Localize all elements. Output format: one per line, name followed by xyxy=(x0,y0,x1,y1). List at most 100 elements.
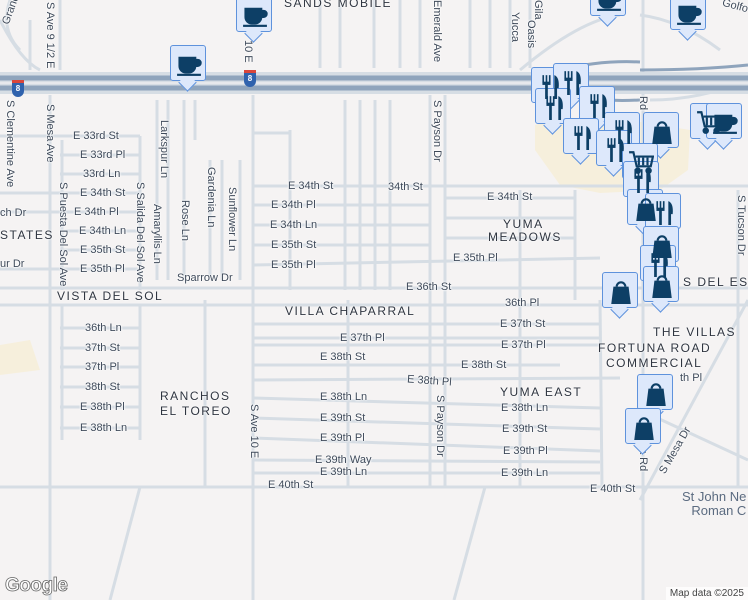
coffee-marker[interactable] xyxy=(670,0,706,30)
street-label: E 34th Pl xyxy=(74,206,119,218)
coffee-icon xyxy=(242,7,268,28)
restaurant-marker[interactable] xyxy=(535,88,571,124)
interstate-shield: 8 xyxy=(244,70,256,87)
street-label: 38th St xyxy=(85,381,120,393)
shopping-bag-icon xyxy=(610,281,632,304)
neighborhood-label: COMMERCIAL xyxy=(606,356,703,370)
street-label: E 39th St xyxy=(502,423,548,435)
coffee-icon xyxy=(676,5,702,26)
neighborhood-label: VILLA CHAPARRAL xyxy=(285,304,416,318)
coffee-marker[interactable] xyxy=(706,103,742,139)
street-label: E 34th Pl xyxy=(271,199,316,211)
street-label: E 33rd Pl xyxy=(80,149,126,161)
shopping-marker[interactable] xyxy=(643,112,679,148)
street-label: E 39th Ln xyxy=(501,467,549,479)
poi-label-church[interactable]: St John Ne Roman C xyxy=(682,490,746,518)
restaurant-marker[interactable] xyxy=(553,63,589,99)
shopping-marker[interactable] xyxy=(602,272,638,308)
neighborhood-label: MEADOWS xyxy=(488,230,562,244)
fork-knife-icon xyxy=(546,96,563,120)
shopping-marker[interactable] xyxy=(625,408,661,444)
street-label: 33rd Ln xyxy=(83,168,121,180)
street-label: Rose Ln xyxy=(179,200,191,241)
street-label: Yucca xyxy=(509,12,521,42)
street-label: th Pl xyxy=(680,372,703,384)
fork-knife-icon xyxy=(607,138,624,162)
neighborhood-label: EL TOREO xyxy=(160,404,232,418)
street-label: 36th Pl xyxy=(505,297,540,309)
street-label: E 38th St xyxy=(461,359,507,371)
street-label: 37th St xyxy=(85,342,120,354)
shopping-marker[interactable] xyxy=(627,189,663,225)
street-label: E 39th Way xyxy=(315,454,372,466)
coffee-marker[interactable] xyxy=(590,0,626,16)
coffee-marker[interactable] xyxy=(170,45,206,81)
street-label: ur Dr xyxy=(0,258,25,270)
street-label: E 39th Pl xyxy=(320,432,365,444)
fork-knife-icon xyxy=(574,126,591,150)
shopping-bag-icon xyxy=(651,275,673,298)
street-label: S Payson Dr xyxy=(431,100,443,162)
poi-label-line: Roman C xyxy=(691,503,747,518)
street-label: Rd xyxy=(637,96,649,111)
street-label: 36th Ln xyxy=(85,322,122,334)
street-label: E 38th Ln xyxy=(501,402,549,414)
street-label: E 36th St xyxy=(406,281,452,293)
neighborhood-label: YUMA xyxy=(503,217,544,231)
poi-label-line: St John Ne xyxy=(682,489,747,504)
street-label: S Mesa Ave xyxy=(44,104,56,163)
shopping-marker[interactable] xyxy=(637,374,673,410)
map-attribution[interactable]: Map data ©2025 xyxy=(665,587,748,600)
neighborhood-label: SANDS MOBILE xyxy=(284,0,393,10)
street-label-clementine: S Clementine Ave xyxy=(4,100,16,188)
neighborhood-label: S DEL EST xyxy=(683,275,748,289)
street-label: S Salida Del Sol Ave xyxy=(134,182,146,283)
street-label: 34th St xyxy=(388,181,423,193)
fork-knife-icon xyxy=(656,201,673,225)
shopping-marker[interactable] xyxy=(643,266,679,302)
coffee-icon xyxy=(176,56,202,77)
restaurant-marker[interactable] xyxy=(645,193,681,229)
restaurant-marker[interactable] xyxy=(623,161,659,197)
street-label: E 33rd St xyxy=(73,130,119,142)
street-label: E 37th St xyxy=(500,318,546,330)
neighborhood-label: YUMA EAST xyxy=(500,385,583,399)
street-label: E 35th St xyxy=(271,239,317,251)
street-label: E 34th Ln xyxy=(79,225,127,237)
street-label: E 39th St xyxy=(320,412,366,424)
street-label: Gila xyxy=(532,0,544,20)
neighborhood-label: VISTA DEL SOL xyxy=(57,289,164,303)
restaurant-marker[interactable] xyxy=(596,130,632,166)
neighborhood-label: THE VILLAS xyxy=(653,325,737,339)
street-label: E 34th St xyxy=(487,191,533,203)
restaurant-marker[interactable] xyxy=(563,118,599,154)
street-label: E 38th Ln xyxy=(80,422,128,434)
street-label: Emerald Ave xyxy=(431,0,443,63)
restaurant-marker[interactable] xyxy=(640,245,676,281)
street-label: S Ave 10 E xyxy=(248,404,260,459)
street-label: E 34th Ln xyxy=(270,219,318,231)
interstate-shield: 8 xyxy=(12,80,24,97)
coffee-icon xyxy=(596,0,622,12)
street-label: E 38th Pl xyxy=(80,401,125,413)
street-label: E 35th Pl xyxy=(271,259,316,271)
shopping-marker[interactable] xyxy=(643,226,679,262)
restaurant-marker[interactable] xyxy=(579,86,615,122)
street-label: E 35th Pl xyxy=(80,263,125,275)
shopping-bag-icon xyxy=(633,417,655,440)
street-label: S Ave 9 1/2 E xyxy=(44,2,56,69)
street-label: S Tucson Dr xyxy=(735,195,747,256)
street-label: E 35th St xyxy=(80,244,126,256)
fork-knife-icon xyxy=(564,71,581,95)
street-label: ch Dr xyxy=(0,207,27,219)
coffee-marker[interactable] xyxy=(236,0,272,32)
coffee-icon xyxy=(712,114,738,135)
street-label: E 40th St xyxy=(268,479,314,491)
shopping-bag-icon xyxy=(651,121,673,144)
street-label: Sunflower Ln xyxy=(226,187,238,252)
street-label: E 39th Ln xyxy=(320,466,368,478)
google-logo: Google xyxy=(5,575,69,597)
street-label: E 34th St xyxy=(80,187,126,199)
street-label: S Payson Dr xyxy=(434,395,446,457)
